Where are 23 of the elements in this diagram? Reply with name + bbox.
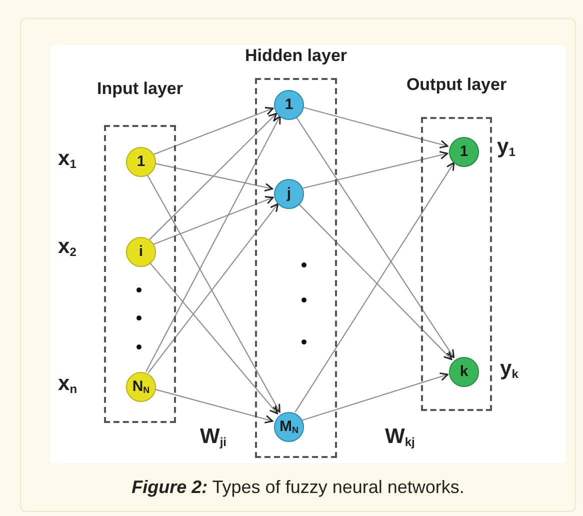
arrow <box>148 261 278 414</box>
arrow <box>152 106 274 156</box>
arrow <box>294 115 454 358</box>
layer-heading: Hidden layer <box>244 44 348 66</box>
arrow <box>145 116 281 372</box>
variable-label: x$_{2}$ <box>58 236 76 257</box>
arrow <box>297 202 452 360</box>
variable-label: x$_{1}$ <box>58 148 76 169</box>
layer-heading: Output layer <box>406 74 507 96</box>
variable-label: y$_{k}$ <box>500 358 518 379</box>
arrow <box>148 203 279 374</box>
arrow <box>294 162 455 413</box>
arrow <box>301 372 448 422</box>
arrow <box>149 112 278 240</box>
variable-label: y$_{1}$ <box>497 136 516 157</box>
variable-label: W$_{kj}$ <box>385 426 415 447</box>
variable-label: W$_{ji}$ <box>200 426 226 447</box>
variable-label: x$_{n}$ <box>58 373 78 394</box>
figure-caption: Figure 2: Types of fuzzy neural networks. <box>130 476 466 499</box>
arrow <box>146 172 280 413</box>
layer-heading: Input layer <box>97 78 183 100</box>
arrow <box>301 150 448 190</box>
arrow <box>152 196 274 246</box>
